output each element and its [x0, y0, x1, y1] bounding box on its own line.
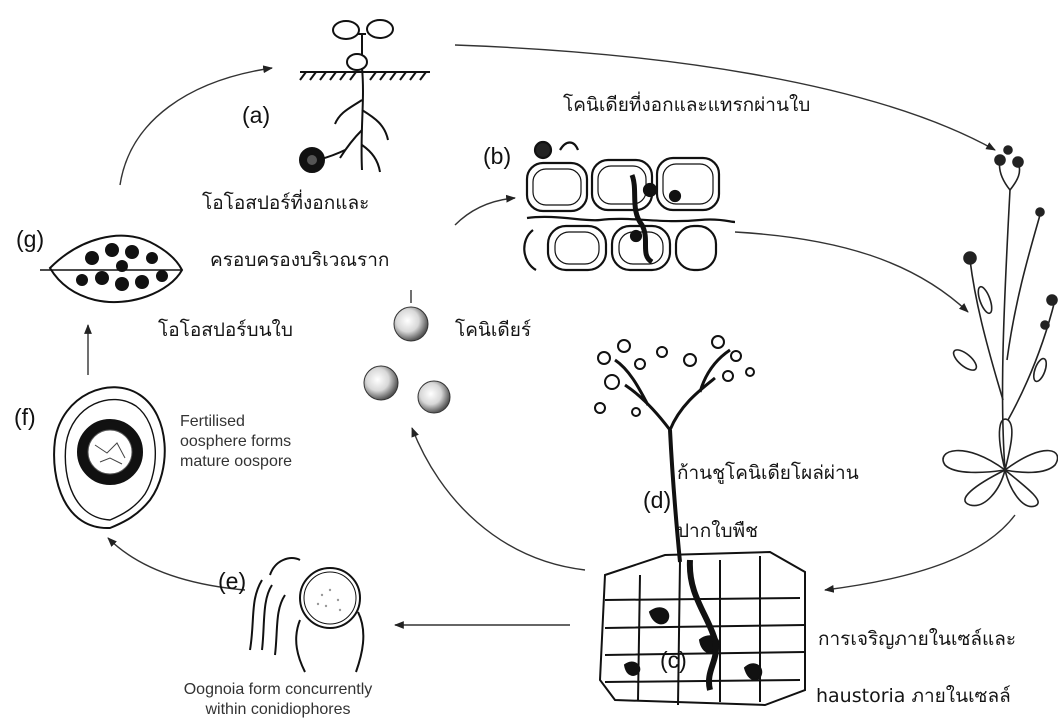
stage-label-g: (g)	[16, 226, 44, 253]
mature-oospore-f	[54, 387, 165, 528]
label-growth-line2: haustoria ภายในเซลล์	[816, 681, 1011, 711]
arrow-c-to-conidia	[412, 428, 585, 570]
conidia-spores	[364, 307, 450, 413]
arrow-to-b	[455, 198, 515, 225]
label-oospore-germinate-line2: ครอบครองบริเวณราก	[210, 245, 389, 275]
label-fertilised-line3: mature oospore	[180, 452, 292, 472]
seedling-illustration	[300, 20, 430, 172]
label-fertilised-oosphere: Fertilised oosphere forms mature oospore	[180, 412, 292, 472]
stage-label-f: (f)	[14, 404, 36, 431]
oogonium-e	[250, 558, 363, 672]
oospore-leaf-g	[40, 236, 182, 302]
leaf-section-b	[524, 142, 735, 270]
label-fertilised-line1: Fertilised	[180, 412, 292, 432]
stage-label-a: (a)	[242, 102, 270, 129]
arrow-plant-to-c	[825, 515, 1015, 590]
label-oogonia-line1: Oognoia form concurrently	[168, 680, 388, 700]
stage-label-c: (c)	[660, 647, 687, 674]
label-oogonia-line2: within conidiophores	[168, 700, 388, 720]
arrow-b-to-plant	[735, 232, 968, 312]
label-conidia: โคนิเดียร์	[455, 315, 531, 345]
host-plant-illustration	[943, 146, 1057, 507]
label-conidia-germinate: โคนิเดียที่งอกและแทรกผ่านใบ	[563, 90, 810, 120]
label-oogonia: Oognoia form concurrently within conidio…	[168, 680, 388, 720]
stage-label-d: (d)	[643, 487, 671, 514]
stage-label-b: (b)	[483, 143, 511, 170]
label-conidiophore-line1: ก้านชูโคนิเดียโผล่ผ่าน	[677, 458, 859, 488]
stage-label-e: (e)	[218, 568, 246, 595]
label-oospores-on-leaf: โอโอสปอร์บนใบ	[158, 315, 293, 345]
label-fertilised-line2: oosphere forms	[180, 432, 292, 452]
label-conidiophore-line2: ปากใบพืช	[677, 516, 758, 546]
label-growth-line1: การเจริญภายในเซล์และ	[818, 624, 1016, 654]
label-oospore-germinate-line1: โอโอสปอร์ที่งอกและ	[202, 188, 369, 218]
